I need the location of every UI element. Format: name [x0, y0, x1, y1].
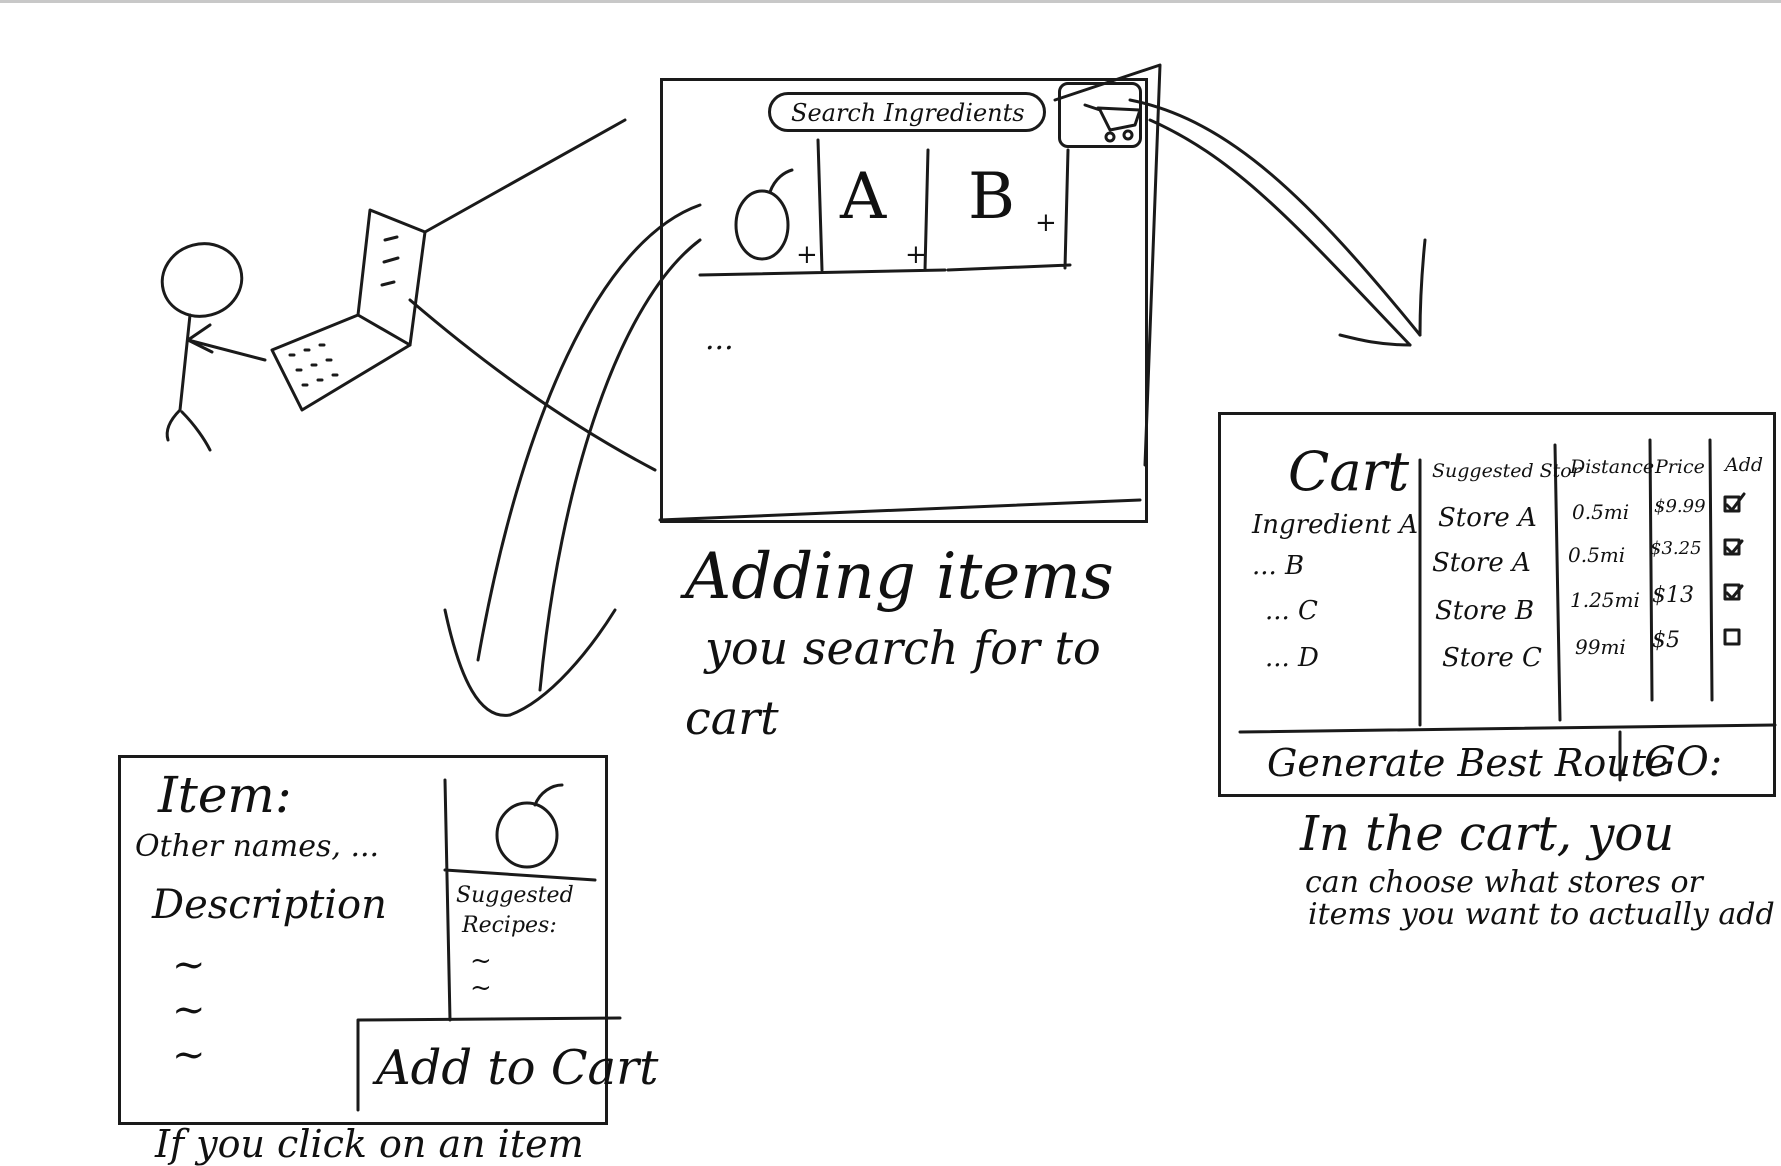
- cart-row-distance: 1.25mi: [1570, 588, 1640, 612]
- top-edge: [0, 0, 1781, 3]
- tile-b-add-icon[interactable]: +: [1035, 208, 1057, 238]
- cart-row-distance: 0.5mi: [1572, 500, 1630, 524]
- add-to-cart-button[interactable]: Add to Cart: [360, 1022, 658, 1112]
- suggested-recipes-label: Suggested: [456, 883, 574, 908]
- cart-screen: [1218, 412, 1776, 797]
- laptop-drawing: [270, 208, 427, 412]
- tile-apple-add-icon[interactable]: +: [796, 240, 818, 270]
- add-checkbox[interactable]: [1722, 627, 1742, 647]
- generate-route-label: Generate Best Route: [1267, 741, 1669, 785]
- apple-drawing-search: [734, 168, 794, 261]
- cart-row-price: $9.99: [1654, 496, 1706, 517]
- cart-row-store[interactable]: Store A: [1438, 503, 1537, 533]
- search-caption-line1: Adding items: [685, 540, 1114, 614]
- go-label: GO:: [1644, 739, 1723, 785]
- item-caption: If you click on an item: [155, 1122, 584, 1166]
- column-header-price: Price: [1655, 456, 1705, 478]
- apple-drawing-item: [495, 783, 564, 869]
- cart-row-store[interactable]: Store A: [1432, 548, 1531, 578]
- cart-title: Cart: [1288, 440, 1410, 503]
- item-title: Item:: [158, 766, 292, 824]
- add-checkbox[interactable]: [1722, 537, 1742, 557]
- cart-row-price: $5: [1652, 628, 1680, 653]
- recipe-link[interactable]: ~: [470, 946, 492, 976]
- cart-row-price: $3.25: [1650, 538, 1702, 559]
- search-input[interactable]: Search Ingredients: [768, 92, 1046, 132]
- cart-caption-line3: items you want to actually add: [1308, 897, 1775, 932]
- cart-row-store[interactable]: Store B: [1435, 596, 1535, 626]
- cart-row-item: ... D: [1265, 643, 1319, 673]
- cart-row-price: $13: [1652, 583, 1694, 608]
- cart-row-store[interactable]: Store C: [1442, 643, 1542, 673]
- cart-button[interactable]: [1058, 82, 1142, 148]
- item-detail-screen: [118, 755, 608, 1125]
- cart-row-item: Ingredient A: [1252, 510, 1419, 540]
- description-line: ~: [172, 1032, 206, 1078]
- column-header-distance: Distance: [1570, 456, 1655, 478]
- ingredient-tile-b[interactable]: B: [968, 160, 1016, 234]
- add-to-cart-label: Add to Cart: [376, 1040, 659, 1096]
- add-checkbox[interactable]: [1722, 494, 1742, 514]
- generate-route-button[interactable]: Generate Best Route: [1245, 734, 1668, 792]
- checkbox-drawings: [1723, 492, 1746, 646]
- search-caption-line3: cart: [685, 691, 779, 745]
- cart-icon-drawing: [1083, 103, 1142, 143]
- cart-caption-line2: can choose what stores or: [1305, 865, 1703, 900]
- go-button[interactable]: GO:: [1624, 734, 1772, 792]
- ingredient-tile-a[interactable]: A: [840, 160, 887, 234]
- tile-a-add-icon[interactable]: +: [905, 240, 927, 270]
- description-line: ~: [172, 987, 206, 1033]
- more-results-ellipsis: ...: [705, 322, 734, 357]
- recipe-link[interactable]: ~: [470, 973, 492, 1003]
- search-caption-line2: you search for to: [705, 621, 1101, 675]
- column-header-store: Suggested Stor: [1432, 460, 1581, 482]
- search-screen: [660, 78, 1148, 523]
- cart-row-distance: 0.5mi: [1568, 543, 1626, 567]
- cart-row-item: ... B: [1252, 551, 1305, 581]
- add-checkbox[interactable]: [1722, 582, 1742, 602]
- item-description-label: Description: [152, 882, 387, 928]
- column-header-add: Add: [1725, 454, 1764, 476]
- item-other-names: Other names, ...: [135, 829, 380, 864]
- description-line: ~: [172, 942, 206, 988]
- search-placeholder: Search Ingredients: [791, 99, 1025, 127]
- cart-row-distance: 99mi: [1575, 635, 1626, 659]
- suggested-recipes-label-2: Recipes:: [462, 913, 557, 938]
- cart-row-item: ... C: [1265, 596, 1318, 626]
- stick-figure: [160, 242, 267, 452]
- cart-caption-line1: In the cart, you: [1300, 806, 1675, 862]
